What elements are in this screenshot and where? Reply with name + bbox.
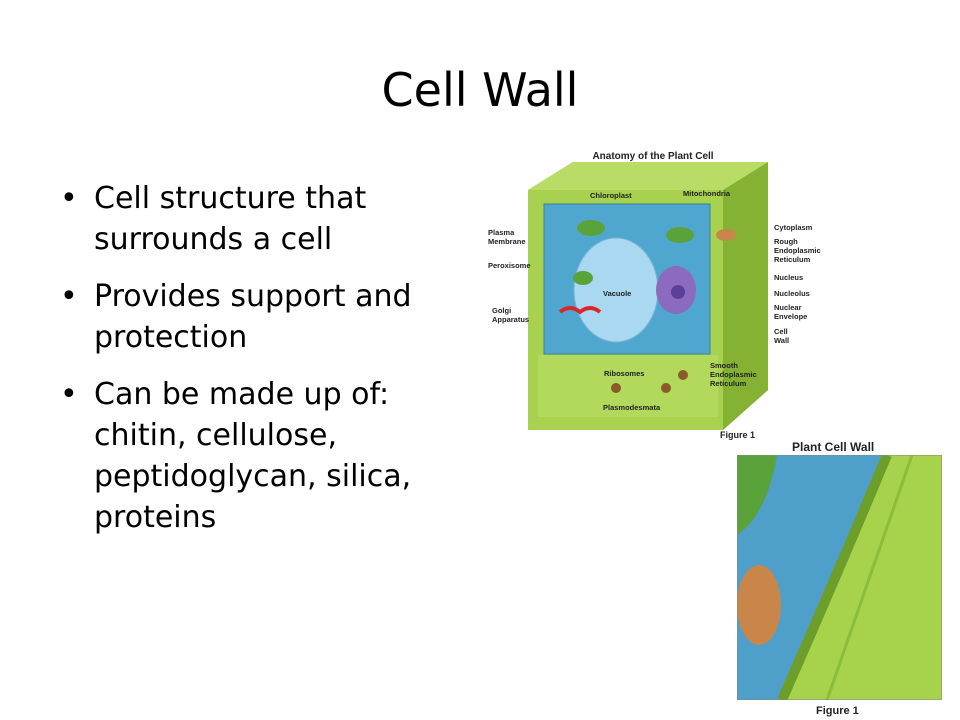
chloroplast-shape [577,220,605,236]
figure2-title: Plant Cell Wall [792,440,875,454]
plant-cell-diagram: Anatomy of the Plant Cell Chloroplast Mi… [488,151,821,440]
plasmodesmata-shape [661,383,671,393]
label-ribosomes: Ribosomes [604,369,644,378]
label-smooth-er: Smooth [710,361,738,370]
bullet-dot-icon: • [60,279,78,314]
label-smooth-er: Endoplasmic [710,370,757,379]
bullet-dot-icon: • [60,181,78,216]
label-chloroplast: Chloroplast [590,191,632,200]
label-peroxisome: Peroxisome [488,261,531,270]
bullet-item: • Provides support and protection [56,276,476,358]
bullet-item: • Cell structure that surrounds a cell [56,178,476,260]
bullet-list: • Cell structure that surrounds a cell • P… [56,178,476,554]
label-plasmodesmata: Plasmodesmata [603,403,661,412]
label-rough-er: Reticulum [774,255,811,264]
label-cytoplasm: Cytoplasm [774,223,813,232]
label-plasma-membrane: Plasma [488,228,515,237]
label-rough-er: Endoplasmic [774,246,821,255]
label-smooth-er: Reticulum [710,379,747,388]
figure1-caption: Figure 1 [720,430,755,440]
bullet-text: Cell structure that surrounds a cell [94,181,367,257]
plant-cell-wall-closeup [737,455,942,700]
label-nucleolus: Nucleolus [774,289,810,298]
chloroplast-shape [666,227,694,243]
bullet-item: • Can be made up of: chitin, cellulose, p… [56,374,476,538]
bullet-dot-icon: • [60,377,78,412]
plasmodesmata-shape [611,383,621,393]
label-cell-wall: Cell [774,327,788,336]
label-nuclear-envelope: Envelope [774,312,807,321]
label-golgi: Apparatus [492,315,529,324]
label-nucleus: Nucleus [774,273,803,282]
bullet-text: Can be made up of: chitin, cellulose, pe… [94,377,412,535]
label-rough-er: Rough [774,237,798,246]
chloroplast-shape [573,271,593,285]
label-mitochondria: Mitochondria [683,189,731,198]
cell-wall-box [528,162,768,430]
golgi-shape [558,306,602,315]
bullet-text: Provides support and protection [94,279,412,355]
mitochondria-shape [716,229,736,241]
figure2-caption: Figure 1 [816,705,859,717]
label-plasma-membrane: Membrane [488,237,526,246]
nucleolus-shape [671,285,685,299]
label-golgi: Golgi [492,306,511,315]
plasmodesmata-shape [678,370,688,380]
slide-title: Cell Wall [381,63,579,117]
label-nuclear-envelope: Nuclear [774,303,802,312]
label-cell-wall: Wall [774,336,789,345]
figure1-title: Anatomy of the Plant Cell [592,151,713,162]
label-vacuole: Vacuole [603,289,631,298]
